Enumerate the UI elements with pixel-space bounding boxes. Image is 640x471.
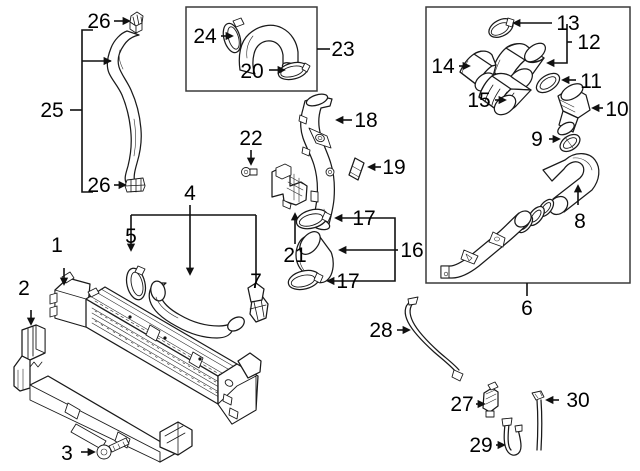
callout-label-13: 13: [556, 12, 579, 35]
callout-label-25: 25: [40, 99, 63, 122]
callout-label-6: 6: [521, 297, 533, 320]
callout-label-17-lower: 17: [336, 270, 359, 293]
callout-label-29: 29: [469, 434, 492, 457]
part-bolt-3: [96, 437, 130, 460]
part-air-guide-2: [13, 324, 46, 392]
callout-label-24: 24: [193, 25, 217, 48]
leader-19: [367, 162, 381, 172]
callout-label-2: 2: [18, 277, 30, 300]
callout-label-27: 27: [450, 393, 473, 416]
part-sensor-21: [271, 163, 308, 210]
part-clamp-7: [249, 295, 269, 323]
part-clamp-5: [125, 265, 147, 301]
callout-label-17-upper: 17: [352, 207, 375, 230]
callout-label-4: 4: [184, 182, 196, 205]
callout-label-16: 16: [400, 239, 423, 262]
callout-label-18: 18: [354, 109, 377, 132]
leader-clip-top: [114, 16, 131, 26]
part-seal-ring-9: [559, 133, 581, 153]
part-bushing-19: [348, 157, 365, 181]
callout-label-30: 30: [566, 389, 589, 412]
part-vacuum-tube-30: [531, 390, 545, 451]
leader-21: [290, 212, 300, 244]
part-clamp-20: [277, 61, 311, 81]
leader-15: [495, 95, 507, 105]
part-clamp-17-upper: [295, 208, 332, 230]
part-vacuum-hose-28: [404, 296, 464, 382]
callout-label-11: 11: [580, 70, 602, 93]
callout-label-1: 1: [51, 234, 63, 257]
leader-29: [496, 440, 506, 450]
callout-label-12: 12: [577, 31, 600, 54]
part-intercooler-core: [49, 271, 265, 425]
callout-label-21: 21: [283, 244, 306, 267]
callout-label-8: 8: [574, 210, 586, 233]
leader-11: [561, 75, 576, 85]
part-inlet-hose-4: [148, 280, 245, 339]
leader-8: [573, 184, 583, 205]
callout-label-3: 3: [61, 442, 73, 465]
part-clamp-ring-13: [488, 17, 515, 38]
part-recirc-valve-10: [557, 83, 591, 136]
leader-22: [246, 150, 256, 166]
callout-label-5: 5: [125, 225, 137, 248]
leader-20: [269, 65, 286, 75]
bracket-vent-hose: [70, 29, 112, 193]
callout-label-26-bottom: 26: [87, 174, 110, 197]
part-hose-clip-top: [129, 11, 144, 34]
callout-label-9: 9: [531, 128, 543, 151]
leader-10: [591, 103, 603, 113]
leader-13: [512, 18, 552, 28]
part-lower-charge-pipe: [440, 210, 532, 279]
leader-1: [59, 268, 69, 286]
leader-2: [26, 310, 36, 326]
callout-label-22: 22: [239, 127, 262, 150]
part-connector-hose-12: [491, 42, 547, 92]
callout-label-15: 15: [467, 89, 490, 112]
callout-label-23: 23: [331, 38, 354, 61]
callout-label-10: 10: [605, 98, 628, 121]
part-short-hose-29: [501, 417, 523, 456]
callout-label-26-top: 26: [87, 10, 110, 33]
leader-28: [397, 325, 411, 335]
group-box-charge-air-pipe: [425, 6, 631, 284]
leader-14: [459, 61, 471, 71]
leader-24: [221, 31, 234, 41]
part-solenoid-valve-27: [482, 381, 499, 418]
part-hose-clip-bottom: [124, 177, 146, 193]
part-inlet-hose-14: [459, 50, 497, 92]
part-lower-mount-frame: [29, 375, 193, 463]
callout-label-7: 7: [250, 270, 262, 293]
leader-clip-bottom: [114, 180, 127, 190]
part-gasket-ring-11: [535, 72, 561, 94]
part-clamp-17-lower: [287, 269, 324, 291]
part-charge-air-pipe-8: [542, 153, 600, 216]
part-clamp-24: [222, 17, 245, 54]
callout-label-20: 20: [240, 60, 263, 83]
callout-label-14: 14: [431, 55, 455, 78]
callout-label-28: 28: [369, 319, 392, 342]
bracket-16: [326, 213, 398, 286]
part-vent-hose: [106, 30, 142, 185]
leader-27: [476, 399, 486, 409]
leader-18: [335, 115, 352, 125]
leader-9: [549, 134, 561, 144]
callout-label-19: 19: [382, 156, 405, 179]
part-bolt-22: [241, 167, 258, 177]
bracket-4: [126, 205, 261, 299]
leader-3: [81, 447, 96, 457]
leader-30: [545, 395, 559, 405]
bracket-12: [546, 24, 572, 68]
